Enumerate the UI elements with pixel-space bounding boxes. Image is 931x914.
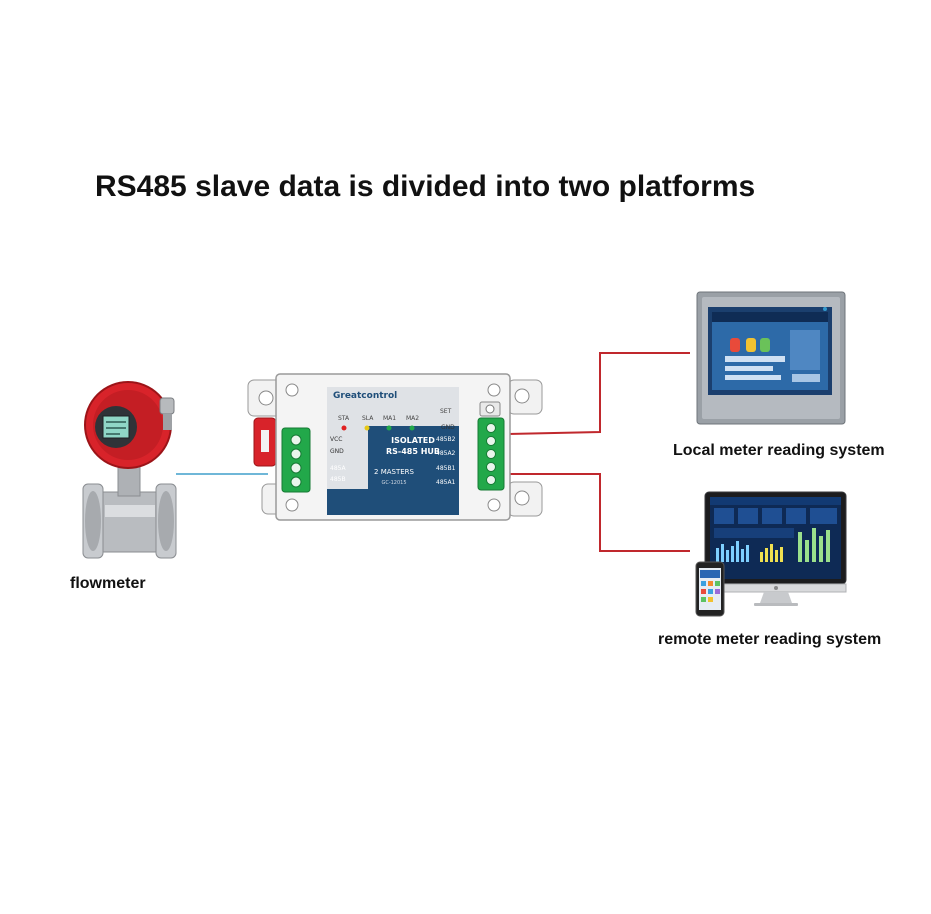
remote-phone — [695, 561, 725, 617]
set-label: SET — [440, 408, 452, 415]
terminal-label-gnd: GND — [330, 448, 344, 455]
rs485-hub-device: Greatcontrol STA SLA MA1 MA2 SET ISOLATE… — [247, 373, 543, 521]
hub-name-line2: RS-485 HUB — [386, 447, 440, 456]
terminal-label-485b2: 485B2 — [436, 436, 456, 443]
terminal-label-gnd-right: GND — [441, 424, 455, 431]
led-label-sta: STA — [338, 415, 350, 422]
led-label-ma2: MA2 — [406, 415, 419, 422]
terminal-label-vcc: VCC — [330, 436, 342, 443]
hub-to-local-link — [507, 352, 690, 435]
connections — [176, 352, 690, 552]
flowmeter-label: flowmeter — [70, 575, 146, 592]
terminal-label-485b: 485B — [330, 476, 346, 483]
terminal-label-485a: 485A — [330, 465, 346, 472]
right-terminal-block-icon — [477, 401, 505, 491]
led-ma1-icon — [386, 425, 392, 431]
local-hmi-panel — [696, 291, 846, 425]
left-terminal-block-icon — [281, 427, 311, 493]
led-sta-icon — [341, 425, 347, 431]
terminal-label-485a1: 485A1 — [436, 479, 456, 486]
hub-name-line1: ISOLATED — [391, 436, 435, 445]
remote-system-label: remote meter reading system — [658, 631, 882, 648]
local-system-label: Local meter reading system — [673, 442, 885, 459]
led-sla-icon — [364, 425, 370, 431]
hub-to-remote-link — [508, 473, 690, 552]
page-title: RS485 slave data is divided into two pla… — [95, 170, 756, 203]
led-label-ma1: MA1 — [383, 415, 396, 422]
hub-brand: Greatcontrol — [333, 391, 397, 401]
led-ma2-icon — [409, 425, 415, 431]
terminal-label-485a2: 485A2 — [436, 450, 456, 457]
terminal-label-485b1: 485B1 — [436, 465, 456, 472]
hub-leds: STA SLA MA1 MA2 SET — [338, 408, 452, 431]
remote-monitor — [704, 491, 847, 606]
led-label-sla: SLA — [362, 415, 374, 422]
hub-model: GC-12015 — [381, 480, 406, 486]
flowmeter-device — [82, 381, 177, 559]
hub-masters: 2 MASTERS — [374, 468, 415, 476]
